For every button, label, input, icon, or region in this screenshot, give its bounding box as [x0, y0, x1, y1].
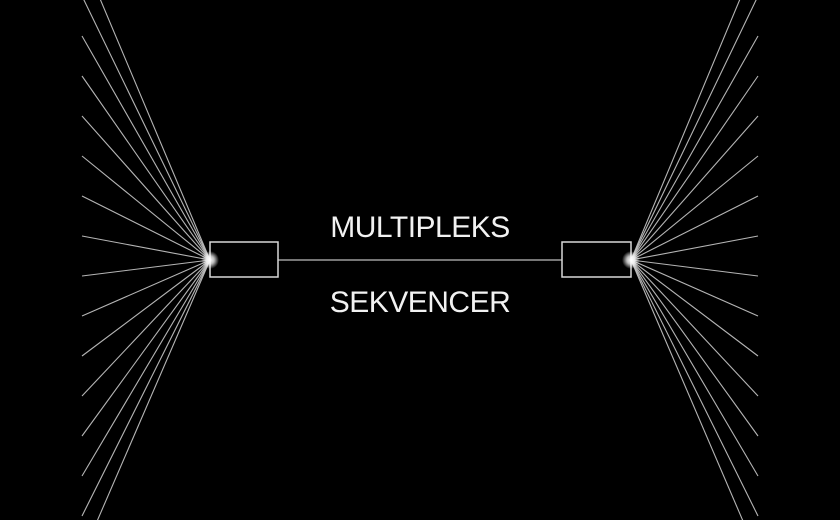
left-input-fan-lines: [81, 0, 211, 520]
fan-line: [630, 115, 759, 261]
fan-line: [81, 259, 211, 277]
fan-line: [81, 115, 211, 261]
fan-line: [630, 259, 759, 277]
multiplexer-left-box: [209, 241, 279, 278]
fan-line: [630, 259, 744, 520]
right-output-fan-lines: [630, 0, 759, 520]
fan-line: [81, 259, 211, 437]
fan-line: [81, 155, 211, 261]
right-convergence-glow: [622, 251, 640, 269]
fan-line: [83, 0, 211, 261]
fan-line: [630, 259, 759, 477]
left-convergence-glow: [201, 251, 219, 269]
fan-line: [81, 259, 211, 317]
fan-line: [630, 259, 759, 397]
label-multipleks: MULTIPLEKS: [330, 211, 510, 244]
label-sekvencer: SEKVENCER: [330, 286, 511, 319]
fan-line: [81, 235, 211, 261]
fan-line: [630, 259, 759, 517]
fan-line: [630, 155, 759, 261]
fan-line: [630, 35, 759, 261]
fan-line: [630, 75, 759, 261]
fan-line: [99, 0, 211, 261]
fan-line: [81, 195, 211, 261]
fan-line: [81, 35, 211, 261]
fan-line: [630, 259, 759, 357]
multiplexer-right-box: [561, 241, 632, 278]
fan-line: [630, 259, 759, 317]
fan-line: [630, 0, 757, 261]
fan-line: [96, 259, 211, 520]
fan-line: [630, 235, 759, 261]
fan-line: [81, 259, 211, 357]
fan-line: [630, 0, 741, 261]
fan-line: [630, 259, 759, 437]
fan-line: [81, 259, 211, 397]
fan-line: [81, 75, 211, 261]
fan-line: [630, 195, 759, 261]
fan-line: [81, 259, 211, 477]
fan-line: [81, 259, 211, 517]
